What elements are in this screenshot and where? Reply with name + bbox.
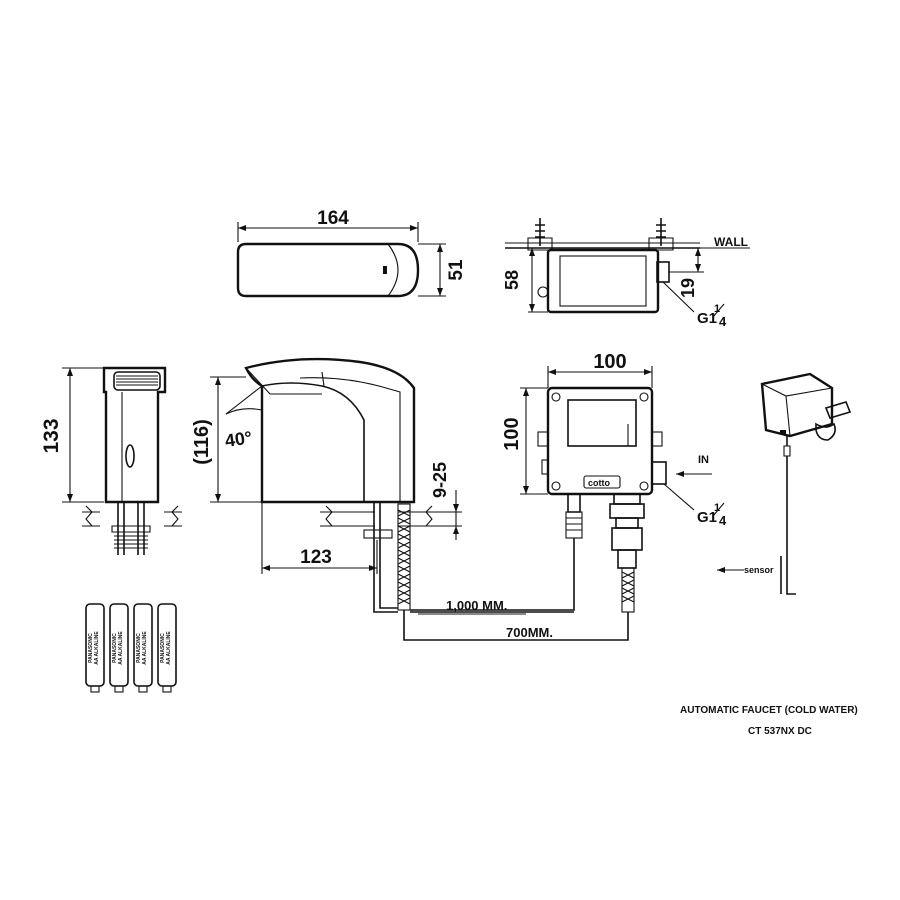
control-box-width-dim: 100	[593, 351, 626, 373]
battery-brand: PANASONIC	[88, 633, 94, 663]
inlet-label: IN	[698, 454, 709, 466]
model-number: CT 537NX DC	[748, 726, 812, 737]
control-box-thread-den: 4	[719, 513, 727, 528]
faucet-top-view: 164 51	[236, 208, 467, 298]
control-box-thread-num: 1	[714, 502, 720, 514]
brand-logo-text: cotto	[588, 478, 610, 488]
battery-pack: AA ALKALINE PANASONIC AA ALKALINE PANASO…	[85, 603, 177, 693]
sensor-cable-length: 1,000 MM.	[446, 598, 507, 613]
battery-3: AA ALKALINE PANASONIC	[133, 603, 153, 693]
battery-label: AA ALKALINE	[118, 631, 124, 665]
faucet-front-view: (116) 40° 123 9-25	[191, 357, 462, 613]
battery-2: AA ALKALINE PANASONIC	[109, 603, 129, 693]
title-block: AUTOMATIC FAUCET (COLD WATER) CT 537NX D…	[680, 705, 858, 737]
battery-brand: PANASONIC	[112, 633, 118, 663]
supply-hose-length: 700MM.	[506, 625, 553, 640]
battery-brand: PANASONIC	[136, 633, 142, 663]
battery-4: AA ALKALINE PANASONIC	[157, 603, 177, 693]
control-box-thread: G1	[697, 509, 717, 526]
wall-mount-box-side-view: WALL 58 19 G1 1 4	[502, 218, 750, 329]
spout-reach-dim: 123	[300, 547, 332, 568]
wall-box-offset-dim: 19	[678, 278, 698, 298]
wall-box-height-dim: 58	[502, 270, 522, 290]
sensor-label: sensor	[744, 565, 774, 575]
wall-box-thread: G1	[697, 310, 717, 327]
top-height-dim: 51	[446, 259, 467, 281]
wall-box-thread-num: 1	[714, 303, 720, 315]
wall-label: WALL	[714, 235, 748, 249]
connection-hoses: 1,000 MM. 700MM.	[403, 590, 629, 641]
sensor-unit: sensor	[717, 372, 852, 595]
deck-thickness-dim: 9-25	[430, 462, 450, 498]
faucet-side-view: 133	[40, 366, 182, 555]
product-title: AUTOMATIC FAUCET (COLD WATER)	[680, 705, 858, 716]
battery-label: AA ALKALINE	[166, 631, 172, 665]
front-height-dim: (116)	[191, 419, 213, 465]
top-width-dim: 164	[317, 208, 349, 229]
wall-box-thread-den: 4	[719, 314, 727, 329]
battery-label: AA ALKALINE	[142, 631, 148, 665]
side-height-dim: 133	[40, 418, 63, 453]
spout-angle: 40°	[224, 427, 254, 451]
control-box-height-dim: 100	[501, 417, 523, 450]
battery-label: AA ALKALINE	[94, 631, 100, 665]
battery-1: AA ALKALINE PANASONIC	[85, 603, 105, 693]
control-box-front-view: cotto 100 100 IN G1 1	[501, 351, 727, 613]
battery-brand: PANASONIC	[160, 633, 166, 663]
